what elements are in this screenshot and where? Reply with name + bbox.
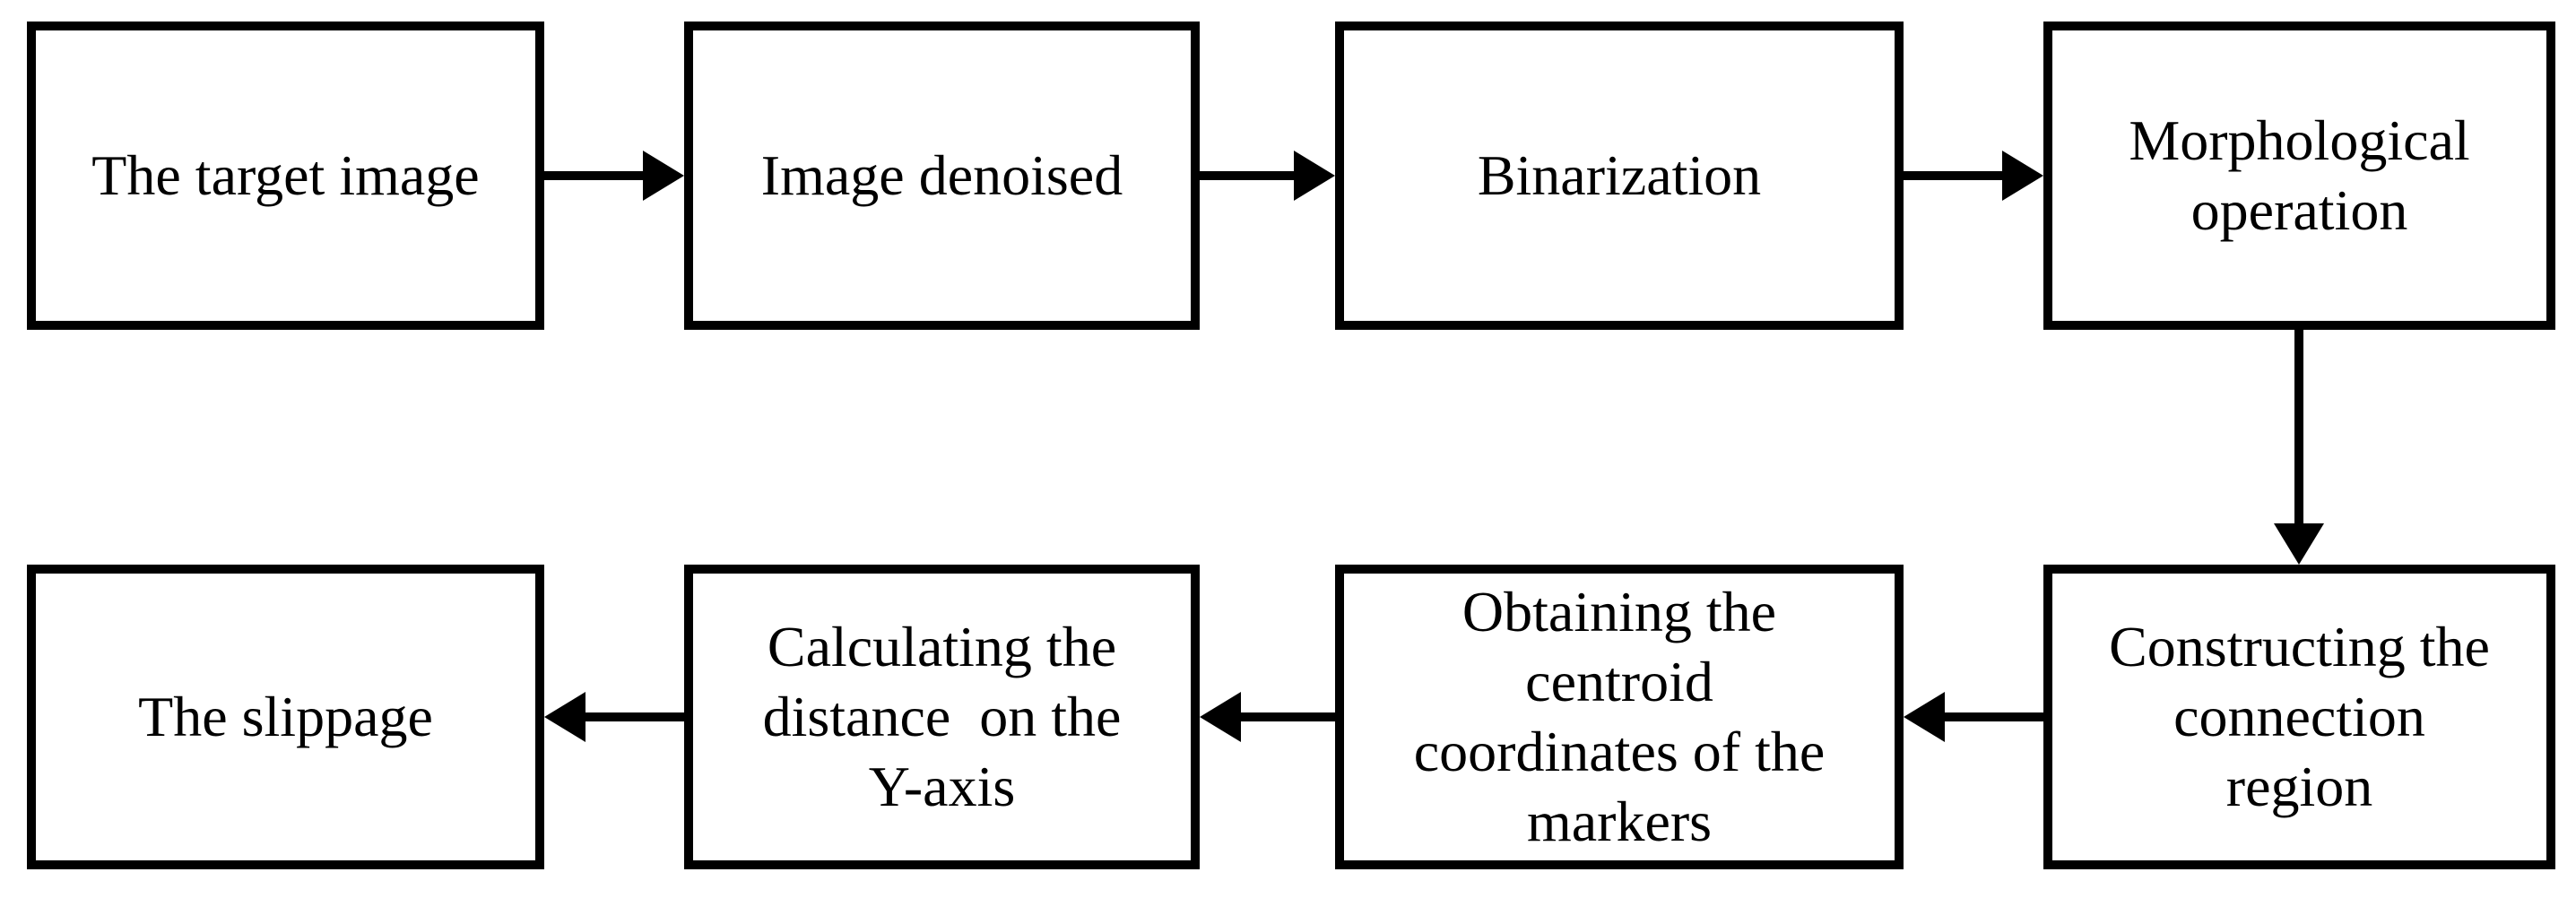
node-obtaining-centroid-coordinates-label: Obtaining the centroid coordinates of th… — [1413, 580, 1826, 853]
node-target-image-label: The target image — [91, 143, 480, 207]
node-morphological-operation: Morphological operation — [2043, 22, 2555, 330]
node-constructing-connection-region-label: Constructing the connection region — [2109, 615, 2490, 818]
arrow-denoised-to-binarization-shaft — [1200, 171, 1296, 180]
arrow-binarization-to-morphological-shaft — [1904, 171, 2004, 180]
node-calculating-distance-y-axis-label: Calculating the distance on the Y-axis — [762, 615, 1122, 818]
node-constructing-connection-region: Constructing the connection region — [2043, 565, 2555, 869]
node-image-denoised-label: Image denoised — [760, 143, 1123, 207]
arrow-morphological-to-constructing-shaft — [2294, 330, 2303, 525]
arrow-target-to-denoised-shaft — [544, 171, 645, 180]
arrowhead-right-icon — [2002, 151, 2043, 201]
node-binarization: Binarization — [1335, 22, 1904, 330]
arrow-constructing-to-obtaining-shaft — [1943, 712, 2043, 721]
arrow-calculating-to-slippage-shaft — [584, 712, 684, 721]
node-image-denoised: Image denoised — [684, 22, 1200, 330]
arrowhead-left-icon — [544, 692, 585, 742]
node-slippage: The slippage — [27, 565, 544, 869]
node-obtaining-centroid-coordinates: Obtaining the centroid coordinates of th… — [1335, 565, 1904, 869]
arrowhead-down-icon — [2274, 523, 2324, 565]
node-morphological-operation-label: Morphological operation — [2129, 108, 2470, 242]
arrow-obtaining-to-calculating-shaft — [1239, 712, 1335, 721]
node-binarization-label: Binarization — [1477, 143, 1762, 207]
node-calculating-distance-y-axis: Calculating the distance on the Y-axis — [684, 565, 1200, 869]
arrowhead-right-icon — [643, 151, 684, 201]
arrowhead-right-icon — [1294, 151, 1335, 201]
node-slippage-label: The slippage — [138, 685, 433, 748]
node-target-image: The target image — [27, 22, 544, 330]
arrowhead-left-icon — [1904, 692, 1945, 742]
arrowhead-left-icon — [1200, 692, 1241, 742]
